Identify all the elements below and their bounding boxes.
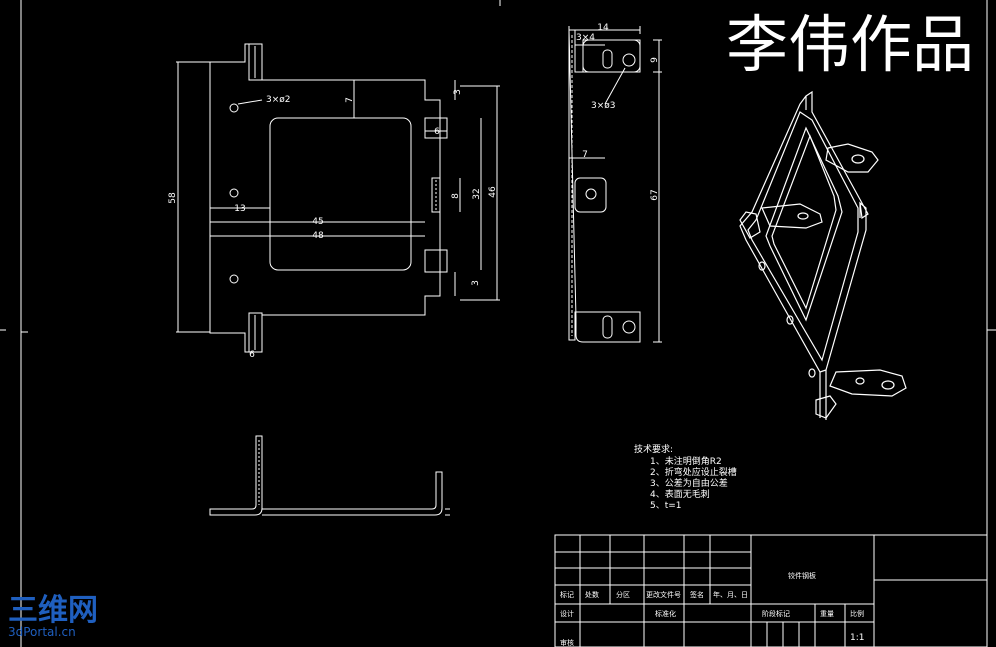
note-holes: 3×ø2 [266, 95, 291, 105]
isometric-view [739, 90, 907, 420]
dim-total-height: 67 [650, 189, 660, 200]
side-view-dimensions: 14 9 7 67 3×4 3×ø3 [576, 23, 660, 201]
dim-slot-span: 32 [472, 188, 482, 199]
dim-bottom-tab: 3 [471, 280, 481, 286]
tech-req-item-5: 5、t=1 [650, 501, 682, 511]
label-standardization: 标准化 [655, 609, 676, 618]
dim-tab-width: 6 [434, 127, 440, 137]
bottom-view [209, 435, 450, 516]
label-signature: 签名 [690, 590, 704, 599]
dim-top-offset: 7 [345, 97, 355, 103]
dim-top-height: 9 [650, 57, 660, 63]
label-change-doc: 更改文件号 [646, 590, 681, 599]
label-zone: 分区 [616, 590, 630, 599]
label-scale: 比例 [850, 609, 864, 618]
dim-slot-height: 8 [451, 193, 461, 199]
note-hole: 3×ø3 [591, 101, 616, 111]
tech-req-item-4: 4、表面无毛刺 [650, 488, 710, 500]
watermark-logo: 三维网 3dPortal.cn [8, 593, 98, 639]
dim-inner-width: 48 [312, 231, 324, 241]
author-banner: 李伟作品 [726, 8, 974, 81]
dim-inner-height: 46 [488, 186, 498, 198]
title-block [554, 534, 988, 647]
label-stage: 阶段标记 [762, 609, 790, 618]
label-count: 处数 [585, 590, 599, 599]
watermark-logo-text: 三维网 [8, 593, 98, 628]
watermark-url: 3dPortal.cn [8, 625, 76, 639]
scale-value: 1:1 [850, 633, 864, 643]
label-weight: 重量 [820, 610, 834, 618]
label-date: 年、月、日 [713, 590, 748, 599]
side-view [568, 26, 662, 343]
dim-flange: 6 [249, 350, 255, 360]
dim-window-width: 45 [312, 217, 323, 227]
label-audit: 审核 [560, 638, 574, 647]
title-block-text: 铰件钢板 标记 处数 分区 更改文件号 签名 年、月、日 设计 标准化 阶段标记… [560, 571, 864, 647]
technical-requirements: 技术要求: 1、未注明倒角R2 2、折弯处应设止裂槽 3、公差为自由公差 4、表… [634, 443, 737, 511]
dim-left-offset: 13 [234, 204, 245, 214]
dim-offset: 7 [582, 150, 588, 160]
front-view-dimensions: 58 46 32 8 13 45 48 7 3 6 3 6 3×ø2 [168, 89, 498, 360]
label-mark: 标记 [560, 590, 574, 599]
dim-tab-height: 3 [453, 89, 463, 95]
tech-req-item-2: 2、折弯处应设止裂槽 [650, 466, 737, 478]
tech-req-title: 技术要求: [634, 443, 673, 455]
note-slot: 3×4 [576, 33, 595, 43]
tech-req-item-3: 3、公差为自由公差 [650, 477, 728, 489]
part-name: 铰件钢板 [788, 571, 816, 580]
front-view [176, 43, 500, 353]
dim-top-width: 14 [597, 23, 609, 33]
dim-overall-height: 58 [168, 192, 178, 204]
tech-req-item-1: 1、未注明倒角R2 [650, 455, 722, 467]
label-design: 设计 [560, 609, 574, 618]
